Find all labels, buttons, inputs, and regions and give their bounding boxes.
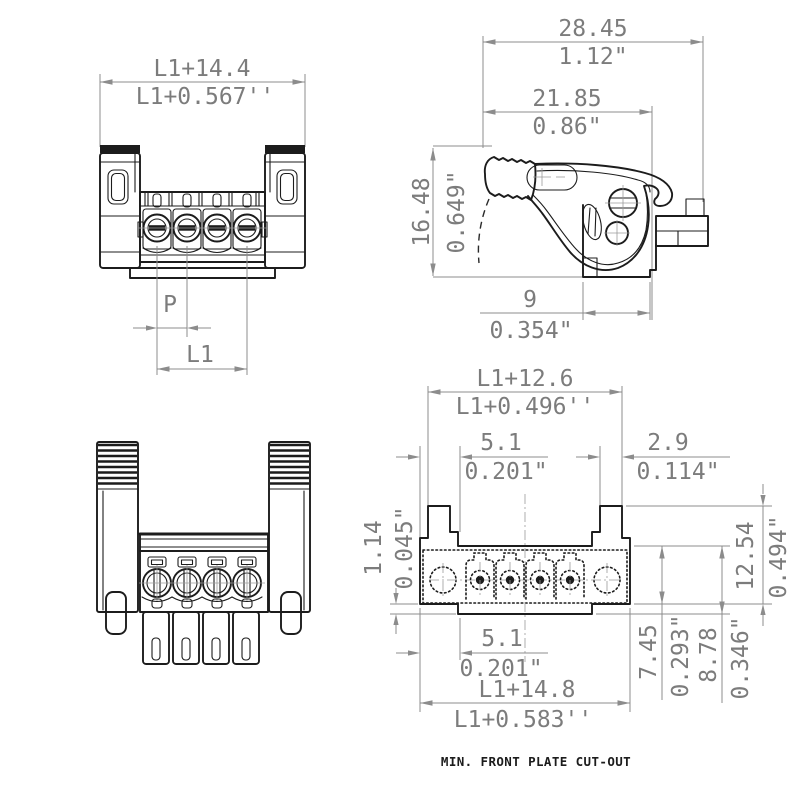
dim-cutout-inner-width-in: L1+0.496'' xyxy=(456,394,594,420)
dim-side-lever-in: 0.86" xyxy=(532,114,601,140)
dim-length-label: L1 xyxy=(186,342,214,368)
dim-cutout-inner-width-mm: L1+12.6 xyxy=(477,366,574,392)
terminal-3 xyxy=(202,193,232,254)
left-lever-hatch xyxy=(98,443,137,485)
dim-cutout-tab-inset-top-mm: 5.1 xyxy=(480,430,522,456)
lever-cap xyxy=(265,145,305,153)
dim-side-height-in: 0.649" xyxy=(444,170,470,253)
dim-cutout-edge-gap-in: 0.045" xyxy=(392,506,418,589)
terminal-1 xyxy=(142,193,172,254)
left-lever-foot xyxy=(105,591,127,635)
cutout-caption: MIN. FRONT PLATE CUT-OUT xyxy=(441,754,631,769)
open-terminals xyxy=(139,556,265,609)
left-lever xyxy=(96,441,139,613)
dim-side-depth-in: 0.354" xyxy=(489,318,572,344)
dim-side-lever-mm: 21.85 xyxy=(532,86,601,112)
lever-slot xyxy=(526,164,578,191)
flange-window xyxy=(276,169,298,205)
dim-front-width-in: L1+0.567'' xyxy=(136,84,274,110)
lever-cap xyxy=(100,145,140,153)
dim-side-height-mm: 16.48 xyxy=(409,177,435,246)
dim-cutout-edge-gap-mm: 1.14 xyxy=(361,520,387,575)
dim-cutout-body-height-in: 0.293" xyxy=(668,614,694,697)
cutout-outline xyxy=(419,505,631,615)
dim-side-depth-mm: 9 xyxy=(523,287,537,313)
right-lever-foot xyxy=(280,591,302,635)
silhouette-poles xyxy=(465,552,585,600)
dim-side-total-in: 1.12" xyxy=(558,44,627,70)
terminal-4 xyxy=(232,193,262,254)
front-view-closed: L1+14.4 L1+0.567'' xyxy=(99,56,306,375)
dim-pitch-label: P xyxy=(163,292,177,318)
base-plate xyxy=(129,267,276,279)
lever-swing-arc xyxy=(477,198,490,264)
dim-cutout-total-height-in: 0.494" xyxy=(766,515,792,598)
panel-block-step xyxy=(685,198,705,217)
dim-cutout-slot-height-in: 0.346" xyxy=(728,616,754,699)
front-view-open xyxy=(96,441,311,665)
right-lever-hatch xyxy=(270,443,309,485)
dim-cutout-body-height-mm: 7.45 xyxy=(636,624,662,679)
lever-cam xyxy=(582,203,602,241)
dim-side-total-mm: 28.45 xyxy=(558,16,627,42)
body-nub xyxy=(261,221,268,238)
dim-cutout-outer-width-in: L1+0.583'' xyxy=(454,707,592,733)
dim-cutout-tab-width-in: 0.114" xyxy=(636,459,719,485)
dim-cutout-bottom-inset-in: 0.201" xyxy=(459,656,542,682)
right-lever xyxy=(268,441,311,613)
lever-grip-serrated xyxy=(483,156,537,201)
side-view: 28.45 1.12" 21.85 0.86" 16.48 0.649" xyxy=(409,16,709,344)
dim-cutout-outer-width-mm: L1+14.8 xyxy=(479,677,576,703)
terminal-2 xyxy=(172,193,202,254)
cutout-view: L1+12.6 L1+0.496'' 5.1 0.201" 2.9 0.114" xyxy=(361,366,792,769)
plug-prongs xyxy=(142,611,260,665)
body-top-bar xyxy=(139,533,269,552)
side-body xyxy=(582,204,657,278)
lever-outline xyxy=(527,162,674,271)
dim-cutout-total-height-mm: 12.54 xyxy=(733,521,759,590)
flange-window xyxy=(107,169,129,205)
dim-cutout-slot-height-mm: 8.78 xyxy=(696,627,722,682)
dim-cutout-tab-width-mm: 2.9 xyxy=(647,430,689,456)
dim-cutout-bottom-inset-mm: 5.1 xyxy=(481,626,523,652)
dim-cutout-tab-inset-top-in: 0.201" xyxy=(464,459,547,485)
dim-front-width-mm: L1+14.4 xyxy=(154,56,251,82)
